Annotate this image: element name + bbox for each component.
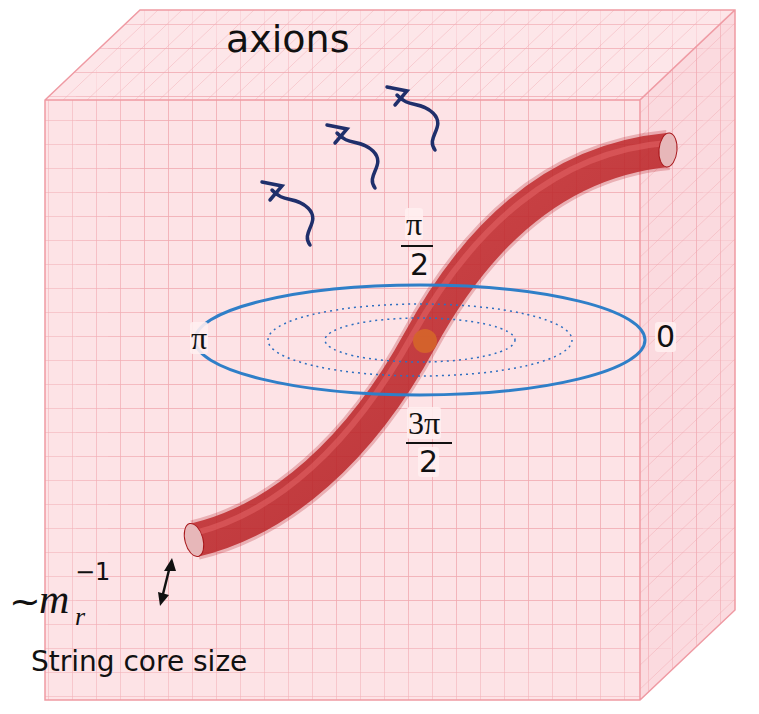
arrow-head: [164, 558, 176, 571]
grid-side: [640, 10, 735, 700]
dotted-ellipse: [325, 318, 515, 362]
mass-symbol: m: [38, 578, 70, 620]
tube-highlight: [195, 143, 666, 533]
cube-side: [640, 10, 735, 700]
caption-label: String core size: [30, 648, 248, 676]
arrow-head: [387, 87, 407, 105]
string-tube: [181, 132, 679, 558]
cube-edges: [45, 10, 735, 700]
fraction-denominator: 2: [418, 447, 439, 477]
fraction-numerator: 3π: [407, 407, 441, 439]
phase-rings: [195, 285, 645, 395]
dotted-ellipse: [268, 304, 572, 376]
axion-arrows: [262, 87, 438, 245]
title-label: axions: [225, 20, 350, 58]
wavy-arrow: [272, 190, 313, 245]
wavy-arrow: [397, 95, 438, 150]
superscript: −1: [74, 560, 111, 584]
tube-end: [181, 521, 207, 559]
subscript: r: [74, 604, 86, 630]
phase-label: 0: [655, 322, 676, 352]
fraction-numerator: π: [405, 208, 423, 240]
fraction-bars: [401, 246, 452, 443]
size-arrow: [158, 558, 176, 606]
phase-ellipse: [195, 285, 645, 395]
tube-glow: [195, 150, 668, 540]
tube-body: [195, 150, 668, 540]
lattice-cube: [45, 10, 735, 700]
arrow-head: [327, 125, 347, 143]
fraction-bar: [401, 245, 433, 247]
arrow-head: [158, 592, 169, 606]
fraction-denominator: 2: [409, 250, 430, 280]
phase-label: π: [190, 322, 208, 354]
wavy-arrow: [337, 133, 378, 188]
arrow-head: [262, 182, 282, 200]
tube-end: [658, 132, 679, 167]
core-dot: [413, 329, 437, 353]
fraction-bar: [406, 442, 452, 444]
approx-symbol: ~: [8, 582, 42, 620]
